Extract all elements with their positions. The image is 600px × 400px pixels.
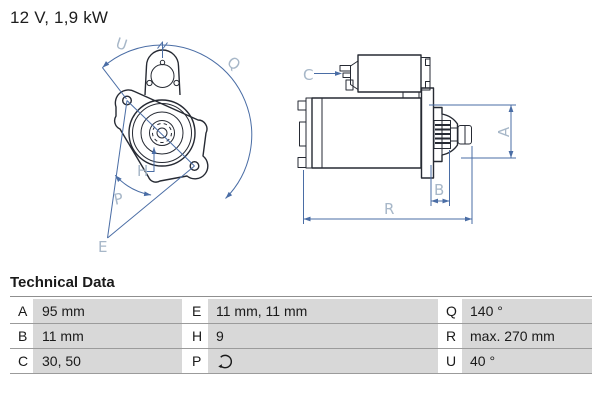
param-value-cell: 40 ° bbox=[462, 349, 592, 373]
spline-teeth-circle bbox=[152, 123, 172, 143]
param-key-cell: H bbox=[182, 324, 208, 348]
terminal-stud-1 bbox=[339, 65, 351, 72]
param-key-cell: P bbox=[182, 349, 208, 373]
tab-hole-left bbox=[146, 79, 153, 87]
tab-hole-right bbox=[173, 79, 180, 87]
arrowhead-a-top bbox=[508, 105, 514, 112]
dimension-label-a: A bbox=[495, 126, 513, 137]
param-value-cell: max. 270 mm bbox=[462, 324, 592, 348]
solenoid-collar bbox=[350, 60, 359, 90]
shaft-center-hole bbox=[156, 127, 168, 139]
front-view: U Q H P E bbox=[98, 34, 253, 256]
brush-cover-bump bbox=[299, 121, 307, 147]
param-key-cell: U bbox=[438, 349, 462, 373]
param-key-cell: B bbox=[10, 324, 33, 348]
dimension-label-r: R bbox=[384, 200, 394, 218]
terminal-stud-2 bbox=[342, 72, 351, 78]
param-key-cell: Q bbox=[438, 299, 462, 323]
param-value-cell bbox=[208, 349, 438, 373]
side-view: C A B R bbox=[297, 54, 516, 224]
terminal-stud-3 bbox=[345, 79, 354, 91]
u-leg-line bbox=[102, 67, 127, 100]
solenoid-cap-notch-top bbox=[425, 58, 431, 66]
param-value-cell: 95 mm bbox=[33, 299, 182, 323]
arrowhead-b-left bbox=[431, 198, 438, 204]
table-row: C 30, 50 P U 40 ° bbox=[10, 349, 592, 374]
e-line-lower bbox=[107, 165, 195, 239]
housing-ring-2 bbox=[132, 103, 192, 163]
technical-drawing: U Q H P E bbox=[98, 34, 516, 256]
dimension-label-p: P bbox=[112, 189, 125, 208]
solenoid-body bbox=[357, 54, 422, 93]
technical-data-table: Technical Data A 95 mm E 11 mm, 11 mm Q … bbox=[10, 274, 592, 374]
dimension-label-h: H bbox=[137, 162, 148, 180]
table-row: A 95 mm E 11 mm, 11 mm Q 140 ° bbox=[10, 299, 592, 324]
e-line-upper bbox=[107, 100, 128, 239]
arrowhead-c bbox=[335, 71, 342, 76]
housing-ring-outer bbox=[128, 99, 196, 167]
table-row: B 11 mm H 9 R max. 270 mm bbox=[10, 324, 592, 349]
dimension-label-q: Q bbox=[223, 53, 244, 74]
arrowhead-u bbox=[102, 61, 110, 68]
arrowhead-a-bottom bbox=[508, 151, 514, 158]
param-value-cell: 30, 50 bbox=[33, 349, 182, 373]
spec-header: 12 V, 1,9 kW bbox=[10, 8, 109, 27]
terminal-bump-bottom bbox=[297, 157, 307, 168]
param-key-cell: A bbox=[10, 299, 33, 323]
arrowhead-b-right bbox=[442, 198, 450, 204]
param-value-cell: 140 ° bbox=[462, 299, 592, 323]
dimension-label-b: B bbox=[434, 181, 444, 199]
terminal-bump-top bbox=[297, 100, 307, 111]
arrowhead-q bbox=[225, 191, 233, 199]
flange-plate bbox=[420, 87, 435, 179]
housing-ring-3 bbox=[140, 111, 184, 155]
param-key-cell: C bbox=[10, 349, 33, 373]
arrowhead-r-right bbox=[465, 216, 472, 222]
arrowhead-p-end bbox=[143, 191, 152, 197]
dimension-label-c: C bbox=[303, 66, 313, 84]
rotation-direction-icon bbox=[218, 354, 233, 368]
pinion-teeth bbox=[435, 124, 450, 144]
param-value-cell: 9 bbox=[208, 324, 438, 348]
arrowhead-h bbox=[151, 147, 157, 154]
mounting-flange-outline bbox=[113, 89, 209, 183]
dimension-label-e: E bbox=[98, 238, 107, 256]
dimension-label-u: U bbox=[113, 34, 129, 55]
table-title: Technical Data bbox=[10, 274, 592, 297]
tab-hole-top bbox=[159, 59, 166, 66]
table-rows: A 95 mm E 11 mm, 11 mm Q 140 ° B 11 mm H… bbox=[10, 299, 592, 374]
param-key-cell: E bbox=[182, 299, 208, 323]
param-key-cell: R bbox=[438, 324, 462, 348]
h-leader-line bbox=[146, 147, 155, 172]
solenoid-end-cap bbox=[420, 57, 431, 91]
arrowhead-r-left bbox=[303, 216, 311, 222]
hole-diagonal-line bbox=[126, 100, 195, 167]
housing-ring-4 bbox=[149, 120, 175, 146]
motor-body bbox=[311, 97, 422, 169]
param-value-cell: 11 mm, 11 mm bbox=[208, 299, 438, 323]
end-cap-strip bbox=[305, 97, 313, 169]
param-value-cell: 11 mm bbox=[33, 324, 182, 348]
solenoid-cap-notch-bottom bbox=[425, 81, 431, 89]
dimension-arc-q bbox=[162, 44, 253, 199]
arrowhead-p-start bbox=[115, 175, 122, 183]
